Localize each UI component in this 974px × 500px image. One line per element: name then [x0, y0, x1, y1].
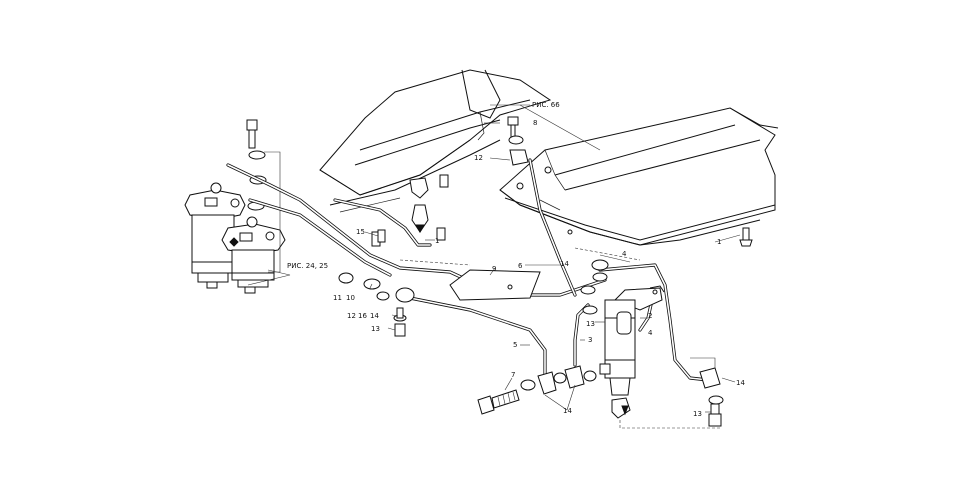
callout-10: 10 — [346, 294, 355, 302]
misc-bolts — [377, 227, 753, 247]
callout-1-upper: 1 — [435, 237, 439, 245]
callout-6: 6 — [518, 262, 523, 270]
upper-tank-fittings — [409, 116, 529, 234]
fuel-pump-assembly — [599, 285, 665, 419]
callout-11: 11 — [333, 294, 342, 302]
main-fuel-tank — [499, 107, 779, 246]
callout-12-upper: 12 — [474, 154, 483, 162]
callout-4-pump: 4 — [648, 329, 653, 337]
fuel-lines — [226, 158, 710, 382]
callout-13-right: 13 — [693, 410, 702, 418]
callout-7: 7 — [511, 371, 515, 379]
dashed-frame — [399, 247, 720, 429]
bolt-7 — [477, 389, 520, 415]
callout-15: 15 — [356, 228, 365, 236]
upper-fuel-tank — [319, 69, 552, 213]
right-side-fittings — [690, 357, 724, 427]
callout-16: 16 — [358, 312, 367, 320]
callout-14-bottom: 14 — [563, 407, 572, 415]
fuel-filter-assembly — [184, 182, 286, 294]
callout-5: 5 — [513, 341, 517, 349]
callout-14-right: 14 — [736, 379, 745, 387]
callout-8: 8 — [533, 119, 537, 127]
ref-fig-66: РИС. 66 — [532, 101, 560, 109]
callout-labels: РИС. 66 РИС. 24, 25 1 1 2 3 4 4 5 6 7 8 … — [287, 101, 745, 418]
callout-14-left: 14 — [370, 312, 379, 320]
bracket-9 — [449, 269, 541, 301]
callout-12-left: 12 — [347, 312, 356, 320]
leader-lines — [247, 104, 741, 413]
callout-14-centre: 14 — [560, 260, 569, 268]
ref-fig-24-25: РИС. 24, 25 — [287, 262, 328, 270]
callout-9: 9 — [492, 265, 496, 273]
callout-2: 2 — [648, 312, 652, 320]
callout-13-centre: 13 — [586, 320, 595, 328]
callout-3: 3 — [588, 336, 592, 344]
callout-1-tank: 1 — [717, 238, 721, 246]
banjo-fittings — [520, 365, 597, 395]
callout-4-tank: 4 — [622, 250, 627, 258]
callout-13-left: 13 — [371, 325, 380, 333]
